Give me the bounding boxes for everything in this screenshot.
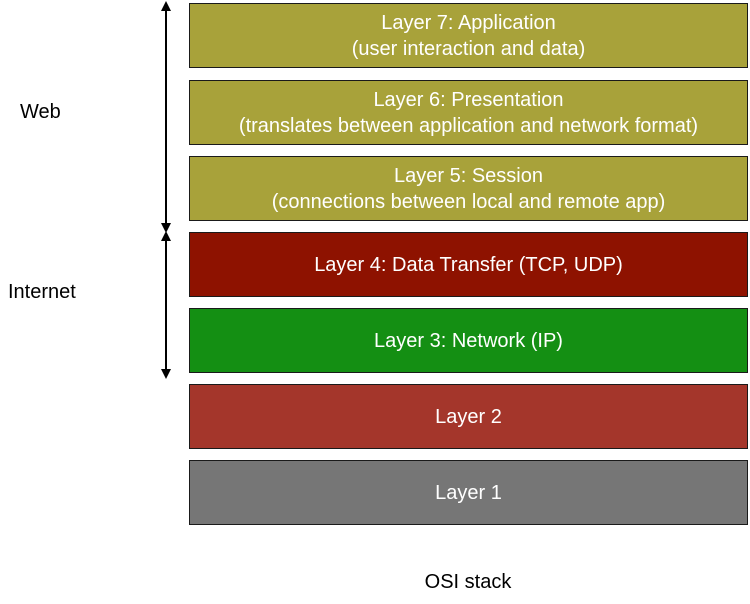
layer-2: Layer 2: [189, 384, 748, 449]
layer-5-description: (connections between local and remote ap…: [271, 190, 666, 213]
web-group-label: Web: [20, 101, 61, 123]
layer-6-description: (translates between application and netw…: [238, 114, 699, 137]
layer-7-title: Layer 7: Application: [381, 11, 556, 34]
layer-6-presentation: Layer 6: Presentation (translates betwee…: [189, 80, 748, 145]
layer-5-title: Layer 5: Session: [394, 164, 543, 187]
internet-group-label: Internet: [8, 281, 76, 303]
layer-3-network: Layer 3: Network (IP): [189, 308, 748, 373]
layer-2-title: Layer 2: [435, 405, 502, 428]
layer-7-application: Layer 7: Application (user interaction a…: [189, 3, 748, 68]
layer-4-data-transfer: Layer 4: Data Transfer (TCP, UDP): [189, 232, 748, 297]
layer-1: Layer 1: [189, 460, 748, 525]
layer-7-description: (user interaction and data): [351, 37, 586, 60]
layer-3-title: Layer 3: Network (IP): [374, 329, 563, 352]
layer-5-session: Layer 5: Session (connections between lo…: [189, 156, 748, 221]
layer-1-title: Layer 1: [435, 481, 502, 504]
diagram-caption: OSI stack: [424, 571, 512, 593]
layer-6-title: Layer 6: Presentation: [373, 88, 564, 111]
layer-4-title: Layer 4: Data Transfer (TCP, UDP): [314, 253, 623, 276]
